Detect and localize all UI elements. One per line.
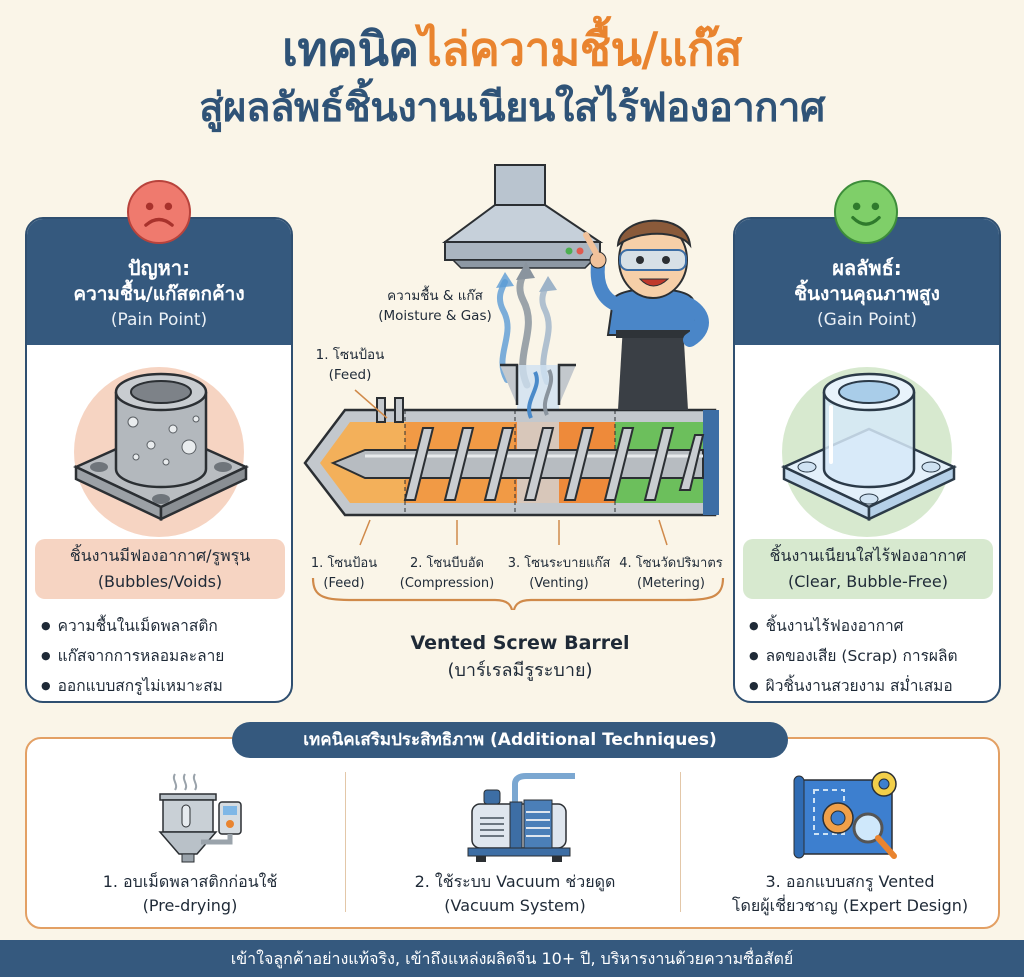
screw-flights: [403, 427, 705, 501]
technique-label-1: 1. อบเม็ดพลาสติกก่อนใช้ (Pre-drying): [102, 872, 278, 915]
engineer-character-icon: [583, 219, 709, 410]
zone-label-metering: 4. โซนวัดปริมาตร (Metering): [619, 556, 723, 591]
pain-heading: ปัญหา:: [127, 256, 191, 280]
barrel-subtitle: (บาร์เรลมีรูระบาย): [447, 660, 593, 681]
feed-callout-label: 1. โซนป้อน (Feed): [315, 347, 385, 383]
technique-label-2: 2. ใช้ระบบ Vacuum ช่วยดูด (Vacuum System…: [414, 872, 616, 915]
clear-part-icon: [781, 372, 957, 521]
gain-english: (Gain Point): [817, 310, 917, 330]
zone-label-venting: 3. โซนระบายแก๊ส (Venting): [507, 556, 611, 591]
gain-benefits-list: ชิ้นงานไร้ฟองอากาศ ลดของเสีย (Scrap) การ…: [749, 611, 999, 701]
barrel-title: Vented Screw Barrel: [410, 632, 630, 654]
gain-point-card: ผลลัพธ์: ชิ้นงานคุณภาพสูง (Gain Point) ช…: [733, 217, 1001, 703]
vented-barrel-diagram: [303, 164, 725, 610]
title-highlight: ไล่ความชื้น/แก๊ส: [418, 22, 743, 76]
exhaust-hood-icon: [441, 164, 604, 269]
list-item: ลดของเสีย (Scrap) การผลิต: [749, 641, 999, 671]
pain-result-en: (Bubbles/Voids): [97, 572, 223, 591]
gain-card-header: ผลลัพธ์: ชิ้นงานคุณภาพสูง (Gain Point): [735, 219, 999, 345]
zone-label-compression: 2. โซนบีบอัด (Compression): [399, 556, 495, 591]
list-item: แก๊สจากการหลอมละลาย: [41, 641, 291, 671]
list-item: ออกแบบสกรูไม่เหมาะสม: [41, 671, 291, 701]
vacuum-pump-icon: [467, 773, 575, 862]
moisture-gas-label: ความชื้น & แก๊ส (Moisture & Gas): [378, 288, 492, 324]
pain-subheading: ความชื้น/แก๊สตกค้าง: [73, 283, 245, 305]
gain-result-th: ชิ้นงานเนียนใสไร้ฟองอากาศ: [769, 546, 967, 565]
gain-result-en: (Clear, Bubble-Free): [788, 572, 948, 591]
gain-heading: ผลลัพธ์:: [832, 256, 902, 280]
technique-label-3: 3. ออกแบบสกรู Vented โดยผู้เชี่ยวชาญ (Ex…: [731, 872, 969, 915]
technique-vacuum-system: 2. ใช้ระบบ Vacuum ช่วยดูด (Vacuum System…: [365, 770, 665, 918]
sad-face-icon: [127, 180, 191, 244]
zone-label-feed: 1. โซนป้อน (Feed): [310, 556, 378, 591]
gain-result-pill: ชิ้นงานเนียนใสไร้ฟองอากาศ (Clear, Bubble…: [743, 539, 993, 599]
list-item: ชิ้นงานไร้ฟองอากาศ: [749, 611, 999, 641]
gain-subheading: ชิ้นงานคุณภาพสูง: [794, 283, 940, 305]
pain-point-card: ปัญหา: ความชื้น/แก๊สตกค้าง (Pain Point) …: [25, 217, 293, 703]
footer-tagline: เข้าใจลูกค้าอย่างแท้จริง, เข้าถึงแหล่งผล…: [0, 940, 1024, 977]
divider: [345, 772, 346, 912]
page-title-line1: เทคนิคไล่ความชื้น/แก๊ส: [0, 22, 1024, 76]
additional-techniques-header: เทคนิคเสริมประสิทธิภาพ (Additional Techn…: [232, 722, 788, 758]
bubbled-part-icon: [73, 372, 249, 521]
list-item: ผิวชิ้นงานสวยงาม สม่ำเสมอ: [749, 671, 999, 701]
blueprint-gears-icon: [793, 771, 897, 859]
pain-result-th: ชิ้นงานมีฟองอากาศ/รูพรุน: [69, 546, 251, 565]
pain-english: (Pain Point): [110, 310, 208, 330]
divider: [680, 772, 681, 912]
title-technique: เทคนิค: [282, 22, 419, 76]
happy-face-icon: [834, 180, 898, 244]
list-item: ความชื้นในเม็ดพลาสติก: [41, 611, 291, 641]
technique-pre-drying: 1. อบเม็ดพลาสติกก่อนใช้ (Pre-drying): [40, 770, 340, 918]
technique-expert-design: 3. ออกแบบสกรู Vented โดยผู้เชี่ยวชาญ (Ex…: [700, 770, 1000, 918]
rising-gas-arrows-icon: [496, 262, 557, 389]
pain-causes-list: ความชื้นในเม็ดพลาสติก แก๊สจากการหลอมละลา…: [41, 611, 291, 701]
pain-result-pill: ชิ้นงานมีฟองอากาศ/รูพรุน (Bubbles/Voids): [35, 539, 285, 599]
dryer-hopper-icon: [158, 773, 242, 863]
page-subtitle: สู่ผลลัพธ์ชิ้นงานเนียนใสไร้ฟองอากาศ: [199, 85, 825, 131]
